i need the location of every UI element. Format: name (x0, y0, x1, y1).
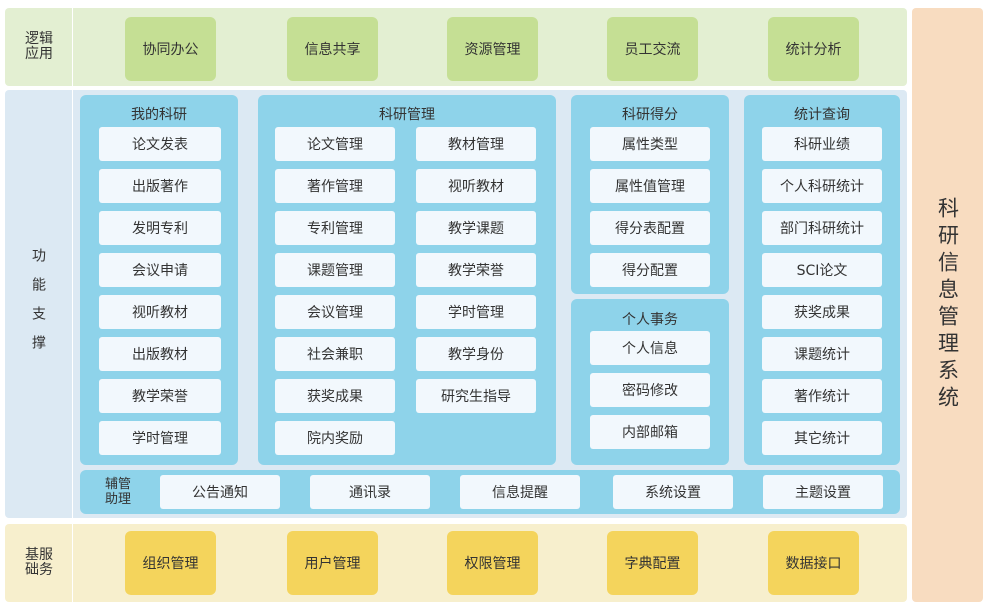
base-item-permission-mgmt[interactable]: 权限管理 (447, 531, 538, 595)
my-research-item[interactable]: 出版著作 (99, 169, 221, 203)
aux-management-label: 辅管 助理 (96, 477, 140, 507)
research-mgmt-item[interactable]: 获奖成果 (275, 379, 395, 413)
research-mgmt-item[interactable]: 教学身份 (416, 337, 536, 371)
application-layer-label-line1: 逻辑 (25, 31, 53, 47)
research-mgmt-item[interactable]: 学时管理 (416, 295, 536, 329)
panel-statistics-query-title: 统计查询 (794, 107, 850, 123)
aux-item-address-book[interactable]: 通讯录 (310, 475, 430, 509)
aux-label-line2: 助理 (104, 492, 131, 507)
personal-affairs-item[interactable]: 内部邮箱 (590, 415, 710, 449)
research-mgmt-item[interactable]: 教学荣誉 (416, 253, 536, 287)
research-score-item[interactable]: 属性值管理 (590, 169, 710, 203)
base-layer-label: 基服 础务 (14, 548, 64, 578)
personal-affairs-item[interactable]: 密码修改 (590, 373, 710, 407)
my-research-item[interactable]: 发明专利 (99, 211, 221, 245)
research-mgmt-item[interactable]: 专利管理 (275, 211, 395, 245)
research-score-item[interactable]: 得分配置 (590, 253, 710, 287)
research-mgmt-item[interactable]: 课题管理 (275, 253, 395, 287)
base-item-dictionary-config[interactable]: 字典配置 (607, 531, 698, 595)
application-layer-divider (72, 8, 73, 86)
base-item-org-mgmt[interactable]: 组织管理 (125, 531, 216, 595)
research-mgmt-item[interactable]: 院内奖励 (275, 421, 395, 455)
statistics-query-item[interactable]: SCI论文 (762, 253, 882, 287)
application-layer-label: 逻辑 应用 (14, 32, 64, 62)
aux-item-system-settings[interactable]: 系统设置 (613, 475, 733, 509)
function-layer-label: 功能支撑 (30, 248, 46, 364)
system-title: 科研信息管理系统 (935, 197, 960, 413)
function-layer-divider (72, 90, 73, 518)
my-research-item[interactable]: 教学荣誉 (99, 379, 221, 413)
aux-item-reminders[interactable]: 信息提醒 (460, 475, 580, 509)
research-mgmt-item[interactable]: 著作管理 (275, 169, 395, 203)
base-item-data-interface[interactable]: 数据接口 (768, 531, 859, 595)
aux-item-theme-settings[interactable]: 主题设置 (763, 475, 883, 509)
app-item-staff-exchange[interactable]: 员工交流 (607, 17, 698, 81)
app-item-stat-analysis[interactable]: 统计分析 (768, 17, 859, 81)
research-mgmt-item[interactable]: 教材管理 (416, 127, 536, 161)
statistics-query-item[interactable]: 课题统计 (762, 337, 882, 371)
research-mgmt-item[interactable]: 社会兼职 (275, 337, 395, 371)
system-title-bar: 科研信息管理系统 (912, 8, 983, 602)
app-item-resource-mgmt[interactable]: 资源管理 (447, 17, 538, 81)
base-item-user-mgmt[interactable]: 用户管理 (287, 531, 378, 595)
aux-item-announcements[interactable]: 公告通知 (160, 475, 280, 509)
panel-research-score-title: 科研得分 (622, 107, 678, 123)
app-item-collaboration[interactable]: 协同办公 (125, 17, 216, 81)
my-research-item[interactable]: 会议申请 (99, 253, 221, 287)
statistics-query-item[interactable]: 其它统计 (762, 421, 882, 455)
my-research-item[interactable]: 出版教材 (99, 337, 221, 371)
research-score-item[interactable]: 得分表配置 (590, 211, 710, 245)
statistics-query-item[interactable]: 获奖成果 (762, 295, 882, 329)
application-layer-label-line2: 应用 (25, 46, 53, 62)
statistics-query-item[interactable]: 著作统计 (762, 379, 882, 413)
base-layer-label-line1: 基服 (25, 547, 53, 563)
panel-personal-affairs-title: 个人事务 (622, 312, 678, 328)
my-research-item[interactable]: 视听教材 (99, 295, 221, 329)
base-layer-label-line2: 础务 (25, 562, 53, 578)
research-mgmt-item[interactable]: 论文管理 (275, 127, 395, 161)
my-research-item[interactable]: 学时管理 (99, 421, 221, 455)
research-mgmt-item[interactable]: 教学课题 (416, 211, 536, 245)
panel-research-mgmt-title: 科研管理 (379, 107, 435, 123)
statistics-query-item[interactable]: 个人科研统计 (762, 169, 882, 203)
research-score-item[interactable]: 属性类型 (590, 127, 710, 161)
statistics-query-item[interactable]: 科研业绩 (762, 127, 882, 161)
research-mgmt-item[interactable]: 研究生指导 (416, 379, 536, 413)
aux-label-line1: 辅管 (104, 477, 131, 492)
statistics-query-item[interactable]: 部门科研统计 (762, 211, 882, 245)
panel-my-research-title: 我的科研 (131, 107, 187, 123)
research-mgmt-item[interactable]: 视听教材 (416, 169, 536, 203)
app-item-info-sharing[interactable]: 信息共享 (287, 17, 378, 81)
my-research-item[interactable]: 论文发表 (99, 127, 221, 161)
research-mgmt-item[interactable]: 会议管理 (275, 295, 395, 329)
personal-affairs-item[interactable]: 个人信息 (590, 331, 710, 365)
base-layer-divider (72, 524, 73, 602)
